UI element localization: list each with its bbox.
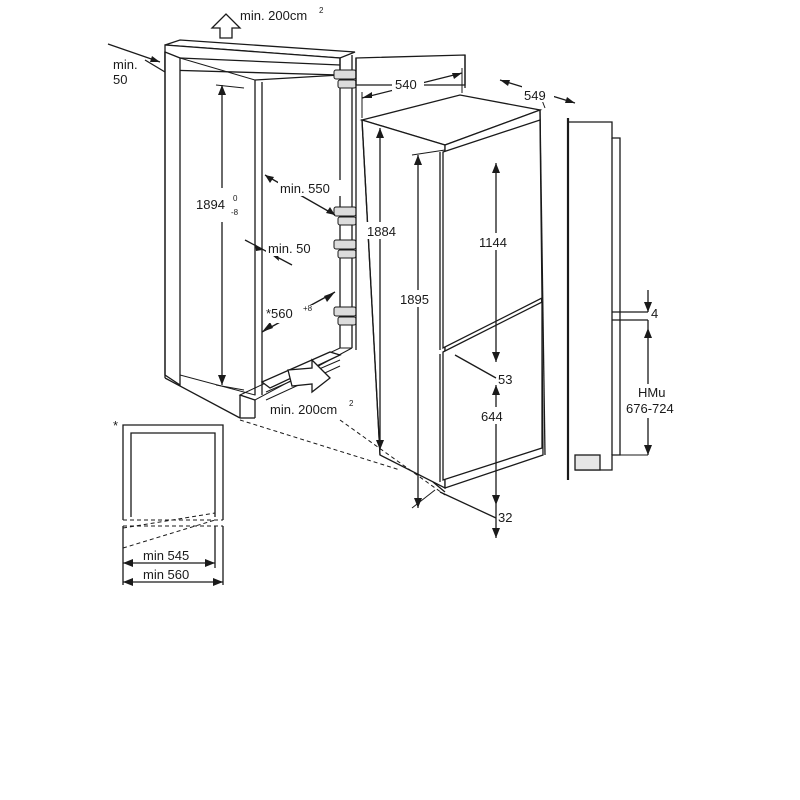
vent-bottom-arrow	[287, 358, 331, 394]
hmu-range-label: 676-724	[626, 401, 674, 416]
upper-door-label: 1144	[479, 235, 507, 250]
hinge-bottom	[333, 306, 357, 326]
niche-depth-label: min. 550	[280, 181, 330, 196]
vent-bottom-sup: 2	[349, 399, 354, 408]
appliance-height-front-label: 1895	[400, 292, 429, 307]
niche-width-tol: +8	[303, 304, 313, 313]
side-clearance-label: min. 50	[268, 241, 311, 256]
vent-top-sup: 2	[319, 6, 324, 15]
lower-door-label: 644	[481, 409, 503, 424]
detail-plan	[122, 424, 224, 585]
detail-marker: *	[113, 418, 118, 433]
upper-door-dim	[492, 163, 500, 362]
door-gap-dim	[454, 354, 497, 379]
appliance-width-label: 549	[524, 88, 546, 103]
vent-top-label: min. 200cm	[240, 8, 307, 23]
side-gap-dim	[644, 290, 652, 328]
niche-width-label: *560	[266, 306, 293, 321]
min-depth-inner-label: min 545	[143, 548, 189, 563]
side-gap-label: 4	[651, 306, 658, 321]
projection-lines	[239, 419, 446, 496]
appliance-height-back-label: 1884	[367, 224, 396, 239]
hinge-top	[333, 69, 357, 89]
niche-height-tol-hi: 0	[233, 194, 238, 203]
appliance-height-front-dim	[411, 149, 446, 509]
min-depth-outer-dim	[123, 578, 223, 586]
bottom-gap-label: 32	[498, 510, 512, 525]
hmu-label: HMu	[638, 385, 665, 400]
door-gap-label: 53	[498, 372, 512, 387]
vent-top-arrow	[210, 13, 242, 39]
hinge-middle-lower	[333, 239, 357, 259]
side-profile	[566, 118, 648, 480]
vent-bottom-label: min. 200cm	[270, 402, 337, 417]
min-depth-outer-label: min 560	[143, 567, 189, 582]
appliance-height-back-dim	[376, 128, 384, 450]
niche-height-tol-lo: -8	[231, 208, 239, 217]
lower-door-dim	[492, 385, 500, 505]
top-clearance-label-b: 50	[113, 72, 127, 87]
appliance-depth-label: 540	[395, 77, 417, 92]
hinge-middle-upper	[333, 206, 357, 226]
appliance-body	[359, 94, 546, 493]
cabinet-niche	[164, 39, 356, 419]
top-clearance-label-a: min.	[113, 57, 138, 72]
niche-height-dim	[215, 84, 245, 391]
niche-height-label: 1894	[196, 197, 225, 212]
cabinet-door-panel	[355, 54, 466, 350]
min-depth-inner-dim	[123, 559, 215, 567]
bottom-gap-dim	[439, 491, 500, 538]
top-clearance-dim	[107, 43, 166, 73]
